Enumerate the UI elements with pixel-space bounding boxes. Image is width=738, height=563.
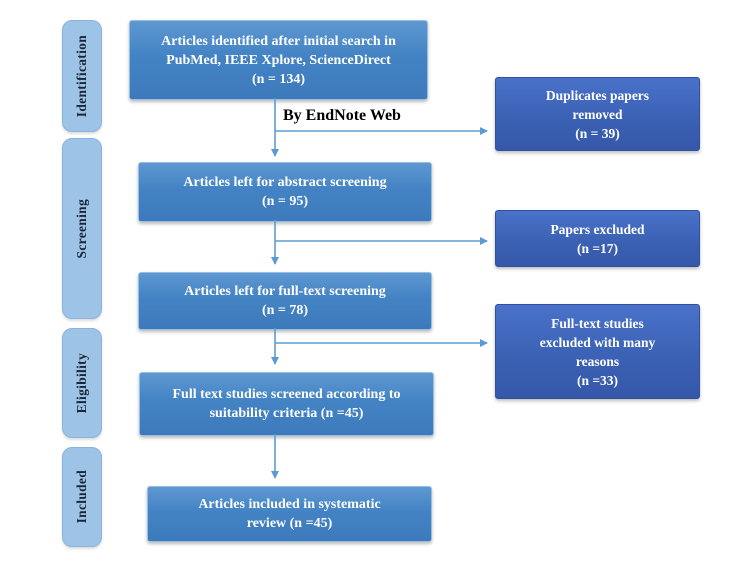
flow-box-abstract-screening: Articles left for abstract screening (n …	[138, 162, 432, 222]
endnote-arrow-label: By EndNote Web	[283, 107, 401, 124]
stage-screening-label: Screening	[74, 198, 89, 259]
stage-included-label: Included	[74, 470, 89, 524]
flow-box-fulltext-screening: Articles left for full-text screening (n…	[138, 272, 432, 330]
side-box-fulltext-excluded: Full-text studies excluded with many rea…	[495, 304, 700, 399]
flow-box-identified: Articles identified after initial search…	[129, 20, 428, 100]
stage-included: Included	[62, 447, 102, 547]
flow-box-suitability-screened-text: Full text studies screened according to …	[172, 387, 401, 421]
side-box-duplicates-removed-text: Duplicates papers removed (n = 39)	[545, 87, 650, 141]
flow-box-included-review-text: Articles included in systematic review (…	[198, 497, 381, 531]
side-box-papers-excluded: Papers excluded (n =17)	[495, 210, 700, 267]
stage-eligibility-label: Eligibility	[74, 352, 89, 414]
flow-box-included-review: Articles included in systematic review (…	[147, 486, 432, 542]
stage-identification: Identification	[62, 20, 102, 132]
side-box-papers-excluded-text: Papers excluded (n =17)	[550, 221, 645, 256]
flow-box-suitability-screened: Full text studies screened according to …	[139, 372, 434, 436]
flow-box-identified-text: Articles identified after initial search…	[161, 33, 396, 87]
stage-identification-label: Identification	[74, 34, 89, 118]
flow-box-abstract-screening-text: Articles left for abstract screening (n …	[183, 175, 387, 209]
stage-screening: Screening	[62, 138, 102, 319]
stage-eligibility: Eligibility	[62, 328, 102, 438]
side-box-fulltext-excluded-text: Full-text studies excluded with many rea…	[539, 315, 656, 388]
side-box-duplicates-removed: Duplicates papers removed (n = 39)	[495, 77, 700, 151]
flow-box-fulltext-screening-text: Articles left for full-text screening (n…	[184, 284, 386, 318]
